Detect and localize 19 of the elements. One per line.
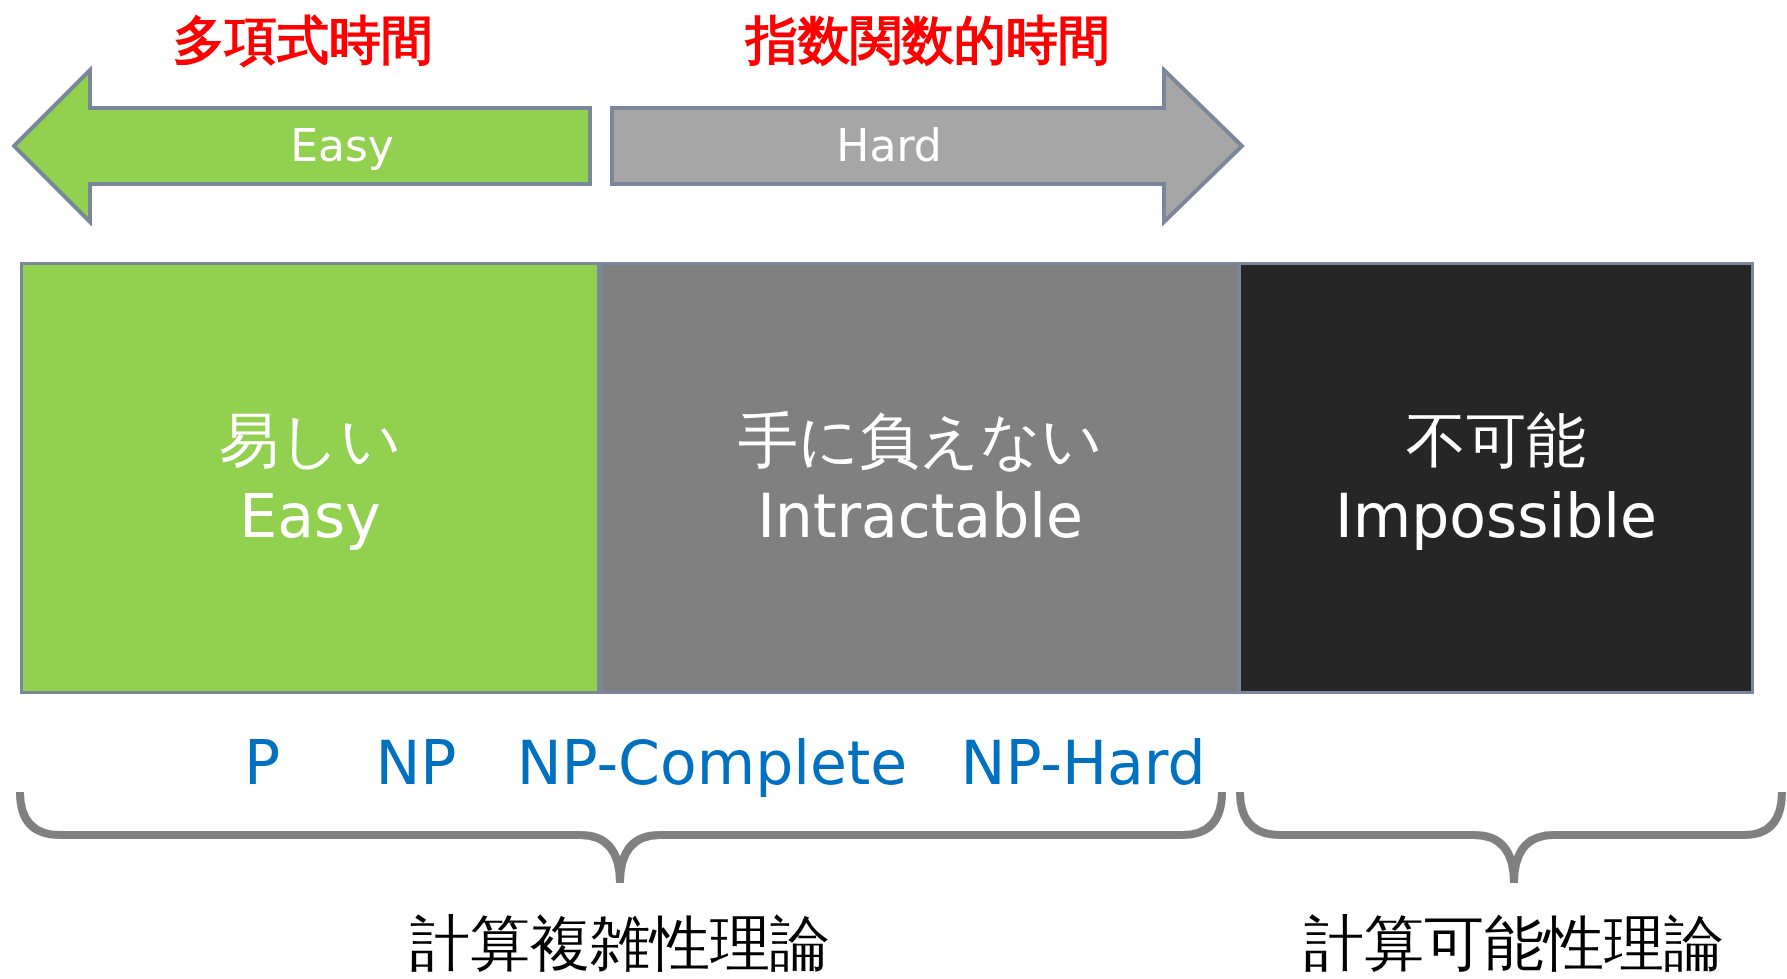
category-box	[20, 262, 600, 694]
box-subtitle: Intractable	[757, 480, 1083, 553]
arrow-label: Hard	[836, 121, 942, 171]
box-title: 易しい	[219, 404, 401, 477]
class-label: NP-Hard	[960, 728, 1206, 798]
box-subtitle: Impossible	[1335, 480, 1657, 553]
theory-label: 計算可能性理論	[1304, 908, 1724, 978]
box-title: 手に負えない	[738, 404, 1102, 477]
class-label: P	[243, 728, 281, 798]
heading-text: 多項式時間	[172, 10, 434, 70]
arrow-label: Easy	[290, 121, 394, 171]
category-box	[600, 262, 1240, 694]
box-title: 不可能	[1406, 404, 1586, 477]
heading-text: 指数関数的時間	[743, 10, 1111, 70]
box-subtitle: Easy	[239, 480, 381, 553]
class-label: NP-Complete	[516, 728, 908, 798]
category-box	[1238, 262, 1754, 694]
theory-label: 計算複雑性理論	[410, 908, 830, 978]
class-label: NP	[375, 728, 457, 798]
